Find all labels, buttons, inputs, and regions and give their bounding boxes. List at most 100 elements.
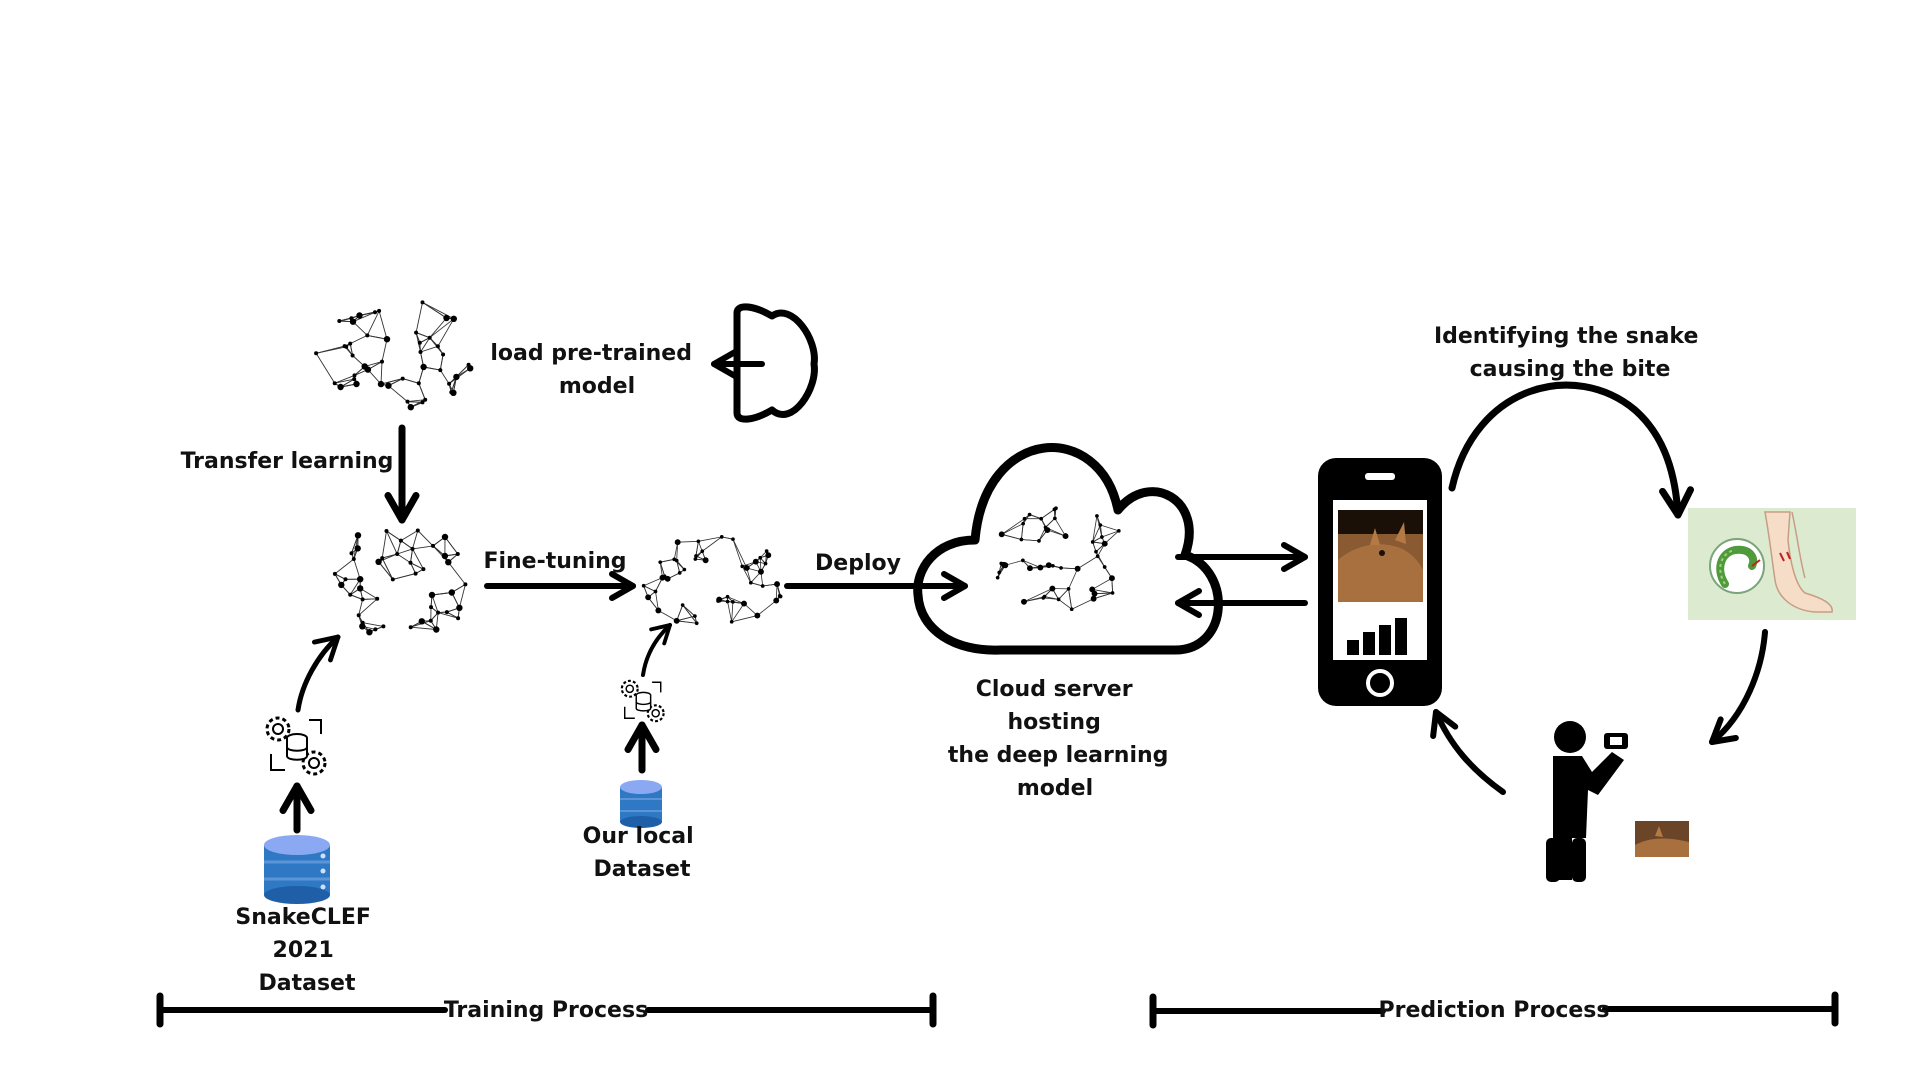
network-node xyxy=(655,607,662,614)
network-edge xyxy=(1092,524,1101,543)
network-node xyxy=(1044,527,1051,533)
network-edge xyxy=(334,374,355,384)
network-node xyxy=(1098,523,1103,527)
network-node xyxy=(653,589,658,594)
network-node xyxy=(337,383,344,391)
network-edge xyxy=(437,612,459,619)
network-node xyxy=(1091,590,1098,597)
network-node xyxy=(349,551,354,556)
network-node xyxy=(764,549,769,553)
network-node xyxy=(456,604,463,611)
network-node xyxy=(995,575,1000,580)
network-edge xyxy=(352,311,376,323)
network-edge xyxy=(659,562,666,577)
network-node xyxy=(672,557,677,562)
network-edge xyxy=(362,598,378,600)
local-database-icon xyxy=(620,780,662,828)
network-node xyxy=(431,543,435,548)
network-edge xyxy=(437,318,455,347)
network-node xyxy=(702,557,709,564)
network-node xyxy=(1102,565,1107,569)
network-edge xyxy=(378,561,394,580)
network-node xyxy=(380,359,384,364)
network-node xyxy=(677,571,682,575)
network-node xyxy=(1101,540,1108,547)
network-edge xyxy=(339,315,360,322)
network-node xyxy=(448,589,455,596)
network-node xyxy=(1041,596,1046,600)
network-edge xyxy=(407,399,426,403)
network-edge xyxy=(702,536,722,552)
network-node xyxy=(1000,561,1007,568)
network-node xyxy=(377,380,385,388)
network-node xyxy=(455,552,460,556)
network-edge xyxy=(732,539,748,569)
training-process-bracket xyxy=(156,992,937,1028)
network-node xyxy=(428,591,436,599)
network-node xyxy=(1094,549,1098,554)
network-edge xyxy=(400,530,419,541)
network-edge xyxy=(359,588,378,600)
network-node xyxy=(350,353,355,358)
transfer-learning-label: Transfer learning xyxy=(181,449,394,474)
network-edge xyxy=(358,599,364,616)
network-node xyxy=(1027,565,1033,572)
network-node xyxy=(694,554,698,558)
network-node xyxy=(373,310,377,315)
network-edge xyxy=(378,310,388,340)
snakeclef-dataset-label: SnakeCLEF 2021 Dataset xyxy=(235,905,378,996)
network-node xyxy=(659,574,666,581)
network-edge xyxy=(741,566,752,583)
network-edge xyxy=(422,302,447,319)
network-edge xyxy=(698,536,722,542)
network-edge xyxy=(397,548,413,555)
network-node xyxy=(719,535,724,539)
network-edge xyxy=(417,530,434,547)
network-node xyxy=(416,381,421,386)
network-node xyxy=(1074,565,1081,572)
network-node xyxy=(360,597,365,602)
network-node xyxy=(343,577,348,582)
network-node xyxy=(361,363,368,370)
network-node xyxy=(429,605,433,610)
network-edge xyxy=(1023,588,1053,603)
network-node xyxy=(1056,597,1061,602)
network-node xyxy=(682,567,687,572)
network-node xyxy=(408,560,413,565)
network-edge xyxy=(444,536,459,555)
network-edge xyxy=(1095,551,1106,568)
network-node xyxy=(453,373,460,381)
person-to-phone-arrow xyxy=(1430,709,1506,795)
network-node xyxy=(349,316,354,321)
network-node xyxy=(1021,558,1025,563)
network-edge xyxy=(415,332,430,339)
fine-tuning-label: Fine-tuning xyxy=(483,549,626,574)
network-node xyxy=(348,341,353,346)
network-node xyxy=(1045,562,1052,569)
network-node xyxy=(1021,598,1027,605)
network-node xyxy=(352,373,357,378)
network-edge xyxy=(429,317,447,338)
network-node xyxy=(774,581,780,588)
network-node xyxy=(413,571,418,576)
network-edge xyxy=(1020,523,1024,540)
network-node xyxy=(314,351,319,356)
network-node xyxy=(763,561,768,566)
network-edge xyxy=(682,604,696,617)
network-edge xyxy=(1068,568,1078,590)
network-node xyxy=(381,624,386,629)
network-node xyxy=(1090,540,1095,544)
network-node xyxy=(385,382,392,389)
network-edge xyxy=(727,601,733,622)
network-edge xyxy=(1022,514,1030,524)
network-node xyxy=(375,558,382,565)
network-node xyxy=(418,350,423,354)
identifying-snake-label: Identifying the snake causing the bite xyxy=(1434,324,1706,382)
network-edge xyxy=(727,596,745,604)
network-edge xyxy=(1023,596,1045,603)
network-node xyxy=(731,537,735,542)
network-edge xyxy=(1077,555,1098,570)
network-edge xyxy=(396,553,411,564)
network-edge xyxy=(750,582,763,587)
network-edge xyxy=(402,378,419,384)
